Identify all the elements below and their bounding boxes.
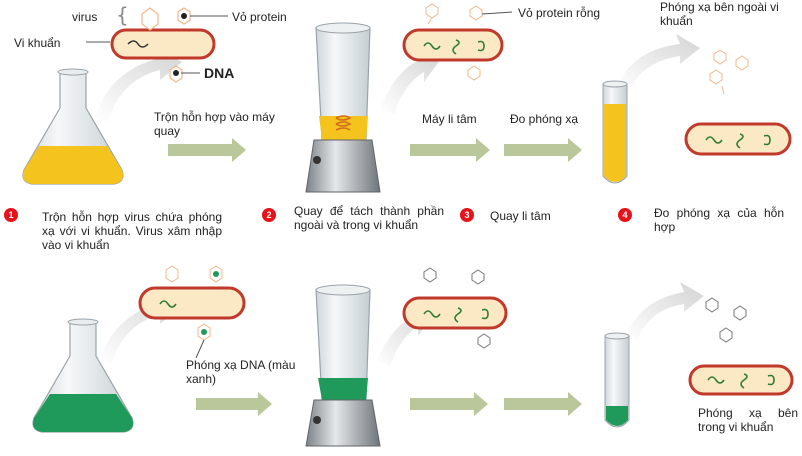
virus-label: virus xyxy=(72,10,98,24)
measure-label: Đo phóng xạ xyxy=(510,112,579,126)
protein-coat-label: Vỏ protein xyxy=(232,10,287,24)
outside-label: Phóng xạ bên ngoài vi khuẩn xyxy=(660,0,779,28)
centrifuge-label: Máy li tâm xyxy=(422,112,477,126)
result-bottom xyxy=(688,297,794,396)
bacteria-label: Vi khuẩn xyxy=(14,36,61,50)
arrow-bottom-2 xyxy=(410,392,488,416)
svg-text:{: { xyxy=(116,3,129,27)
arrow-top-3 xyxy=(504,138,582,162)
inside-label: Phóng xạ bên trong vi khuẩn xyxy=(698,406,798,434)
test-tube-green xyxy=(604,332,630,428)
arrow-bottom-3 xyxy=(504,392,582,416)
arrow-bottom-1 xyxy=(196,392,272,416)
test-tube-yellow xyxy=(602,80,628,184)
bacterium-infected-bottom xyxy=(138,265,246,359)
step-badge-4: 4 xyxy=(618,208,632,222)
blender-yellow xyxy=(305,22,381,193)
curved-arrow-3 xyxy=(618,34,700,90)
dna-label: DNA xyxy=(204,65,235,81)
step-text-2: Quay để tách thành phần ngoài và trong v… xyxy=(294,204,444,232)
arrow-top-1 xyxy=(168,138,246,162)
step-text-4: Đo phóng xạ của hỗn hợp xyxy=(654,206,784,234)
bacterium-separated-top xyxy=(402,3,513,81)
arrow-top-2 xyxy=(410,138,490,162)
bacterium-infected-top: { xyxy=(86,3,228,83)
dna-radio-label: Phóng xạ DNA (màu xanh) xyxy=(186,358,296,386)
step-badge-3: 3 xyxy=(460,208,474,222)
step-badge-1: 1 xyxy=(4,208,18,222)
curved-arrow-2 xyxy=(380,50,440,114)
blender-green xyxy=(305,284,381,447)
curved-arrow-6 xyxy=(626,282,704,340)
curved-arrow-1 xyxy=(95,48,182,122)
step-badge-2: 2 xyxy=(262,208,276,222)
bacterium-separated-bottom xyxy=(402,267,508,349)
flask-green xyxy=(32,318,134,433)
flask-yellow xyxy=(22,68,124,185)
step-text-1: Trộn hỗn hợp virus chứa phóng xạ với vi … xyxy=(42,210,222,252)
mix-label: Trộn hỗn hợp vào máy quay xyxy=(154,110,275,138)
step-text-3: Quay li tâm xyxy=(490,209,551,223)
empty-coat-label: Vỏ protein rỗng xyxy=(518,6,601,20)
result-top xyxy=(684,49,792,156)
